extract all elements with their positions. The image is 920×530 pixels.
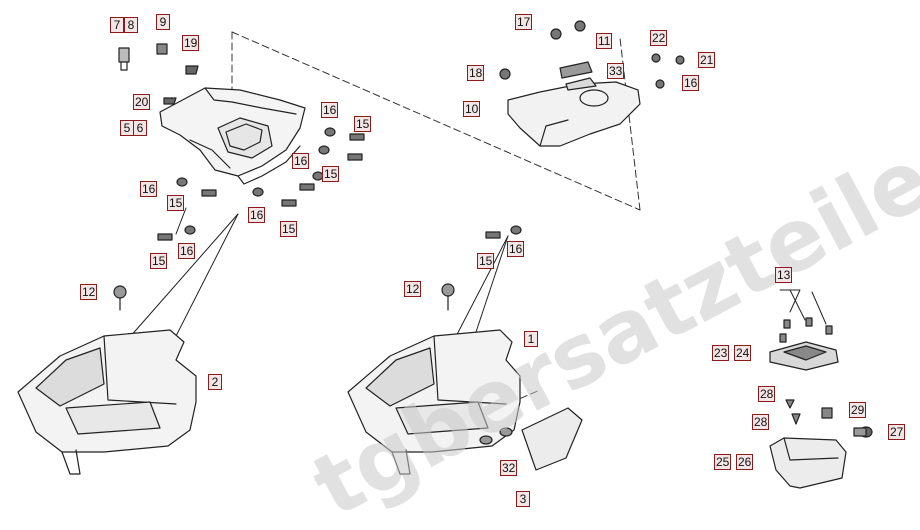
callout-19[interactable]: 19 xyxy=(182,35,200,51)
callout-32[interactable]: 32 xyxy=(500,460,518,476)
callout-16[interactable]: 16 xyxy=(140,181,158,197)
callout-16[interactable]: 16 xyxy=(292,153,310,169)
callout-15[interactable]: 15 xyxy=(477,253,495,269)
callout-16[interactable]: 16 xyxy=(248,207,266,223)
callout-16[interactable]: 16 xyxy=(178,243,196,259)
callout-16[interactable]: 16 xyxy=(321,102,339,118)
callout-17[interactable]: 17 xyxy=(515,14,533,30)
callout-13[interactable]: 13 xyxy=(775,267,793,283)
callout-11[interactable]: 11 xyxy=(596,33,613,49)
callout-12[interactable]: 12 xyxy=(404,281,422,297)
callout-21[interactable]: 21 xyxy=(698,52,716,68)
callout-12[interactable]: 12 xyxy=(80,284,98,300)
left-footwell-part xyxy=(17,329,197,475)
callout-7[interactable]: 7 xyxy=(110,17,124,33)
callout-15[interactable]: 15 xyxy=(150,253,168,269)
callout-24[interactable]: 24 xyxy=(734,345,752,361)
callout-20[interactable]: 20 xyxy=(133,94,151,110)
callout-22[interactable]: 22 xyxy=(650,30,668,46)
callout-18[interactable]: 18 xyxy=(467,65,485,81)
callout-26[interactable]: 26 xyxy=(736,454,754,470)
callout-15[interactable]: 15 xyxy=(354,116,372,132)
callout-15[interactable]: 15 xyxy=(322,166,340,182)
callout-29[interactable]: 29 xyxy=(849,402,867,418)
callout-9[interactable]: 9 xyxy=(156,14,170,30)
callout-27[interactable]: 27 xyxy=(888,424,906,440)
callout-1[interactable]: 1 xyxy=(524,331,538,347)
callout-23[interactable]: 23 xyxy=(712,345,730,361)
callout-3[interactable]: 3 xyxy=(516,491,530,507)
callout-25[interactable]: 25 xyxy=(714,454,732,470)
callout-33[interactable]: 33 xyxy=(607,63,625,79)
storage-box-assembly xyxy=(769,289,873,489)
callout-10[interactable]: 10 xyxy=(463,101,481,117)
callout-16[interactable]: 16 xyxy=(682,75,700,91)
rear-cover-part xyxy=(499,20,685,147)
front-cover-part xyxy=(159,87,306,185)
callout-6[interactable]: 6 xyxy=(133,120,147,136)
callout-16[interactable]: 16 xyxy=(507,241,525,257)
right-footwell-part xyxy=(347,329,583,475)
callout-15[interactable]: 15 xyxy=(280,221,298,237)
callout-28[interactable]: 28 xyxy=(758,386,776,402)
callout-5[interactable]: 5 xyxy=(120,120,134,136)
callout-28[interactable]: 28 xyxy=(752,414,770,430)
callout-8[interactable]: 8 xyxy=(124,17,138,33)
assembly-lines xyxy=(121,207,509,349)
clip-screw-part xyxy=(118,43,199,105)
callout-2[interactable]: 2 xyxy=(208,374,222,390)
bolt-set-upper xyxy=(157,127,522,241)
callout-15[interactable]: 15 xyxy=(167,195,185,211)
